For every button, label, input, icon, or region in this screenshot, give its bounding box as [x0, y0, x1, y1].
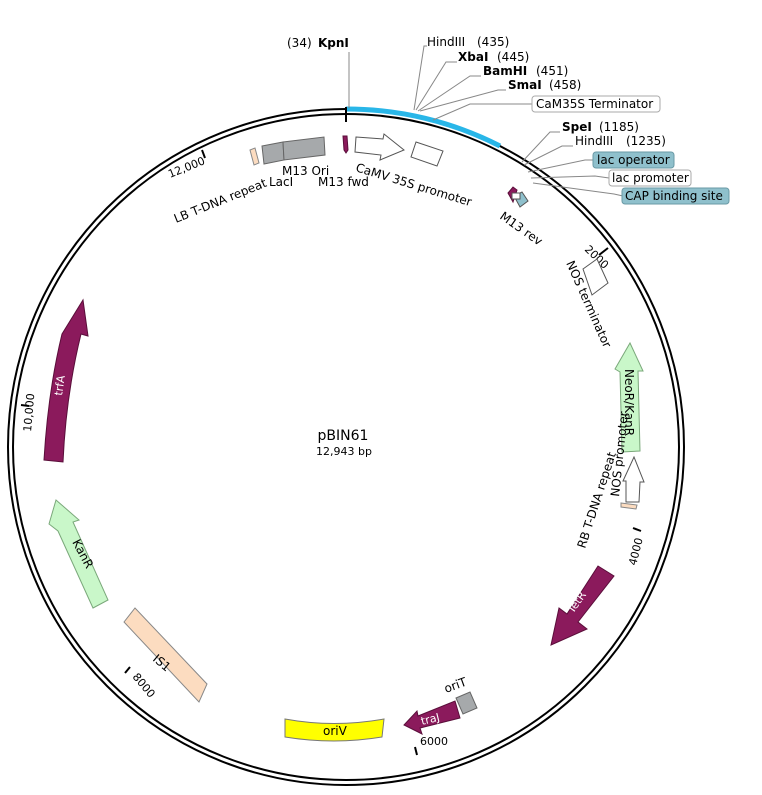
site-smai-pos: (458)	[549, 78, 581, 92]
plasmid-name: pBIN61	[318, 428, 369, 444]
feature-traj[interactable]	[403, 700, 461, 735]
site-xbai-pos: (445)	[497, 50, 529, 64]
feature-nos-terminator[interactable]	[582, 258, 609, 296]
site-hindiii-435-name: HindIII	[427, 35, 465, 49]
feature-traj-label: traJ	[420, 711, 441, 728]
tick-label-12000: 12,000	[166, 154, 207, 180]
feature-rb-tdna-repeat[interactable]	[620, 502, 638, 510]
site-hindiii-1235[interactable]: HindIII (1235)	[575, 134, 666, 148]
mcs-highlight-arc	[345, 106, 502, 149]
site-hindiii-1235-pos: (1235)	[626, 134, 666, 148]
feature-is1[interactable]	[123, 607, 208, 703]
site-bamhi-pos: (451)	[536, 64, 568, 78]
feature-laci-label: LacI	[269, 175, 293, 189]
callout-lac-promoter-label: lac promoter	[612, 171, 689, 185]
feature-orit[interactable]	[455, 691, 478, 715]
feature-rb-tdna-label: RB T-DNA repeat	[575, 450, 619, 550]
site-hindiii-1235-name: HindIII	[575, 134, 613, 148]
site-leader-lines	[413, 45, 624, 197]
tick-label-10000: 10,000	[21, 393, 37, 432]
site-hindiii-435-pos: (435)	[477, 35, 509, 49]
callout-cap-binding-site-label: CAP binding site	[625, 189, 723, 203]
tick-label-6000: 6000	[420, 735, 448, 748]
site-xbai-name: XbaI	[458, 50, 488, 64]
feature-trfa-label: trfA	[52, 374, 68, 396]
feature-m13-ori[interactable]	[282, 136, 326, 161]
feature-oriv-label: oriV	[323, 724, 348, 738]
callout-cap-binding-site[interactable]: CAP binding site	[621, 187, 730, 205]
feature-m13-rev-label: M13 rev	[497, 209, 545, 248]
site-kpni[interactable]: (34) KpnI	[287, 36, 350, 108]
feature-m13-fwd-label: M13 fwd	[318, 175, 369, 189]
feature-m13-fwd[interactable]	[342, 135, 349, 154]
site-smai[interactable]: SmaI (458)	[508, 78, 581, 92]
feature-nos-promoter[interactable]	[622, 455, 645, 503]
callout-lac-operator-label: lac operator	[597, 153, 670, 167]
callout-lac-promoter[interactable]: lac promoter	[608, 169, 692, 187]
callout-lac-operator[interactable]: lac operator	[592, 151, 675, 169]
tick-label-8000: 8000	[130, 671, 158, 701]
feature-lb-tdna-repeat[interactable]	[249, 147, 260, 166]
tick-label-4000: 4000	[626, 536, 645, 566]
site-spei[interactable]: SpeI (1185)	[562, 120, 639, 134]
site-spei-pos: (1185)	[599, 120, 639, 134]
feature-neor-kanr[interactable]	[614, 341, 644, 453]
feature-kanr[interactable]	[48, 499, 109, 609]
callout-cam35s-terminator-label: CaM35S Terminator	[536, 97, 653, 111]
callout-cam35s-terminator[interactable]: CaM35S Terminator	[531, 95, 661, 113]
feature-cam35s-terminator[interactable]	[410, 141, 444, 167]
feature-orit-label: oriT	[442, 675, 469, 696]
plasmid-length: 12,943 bp	[316, 445, 372, 458]
site-kpni-pos: (34)	[287, 36, 312, 50]
feature-camv35s-promoter[interactable]	[354, 133, 405, 161]
feature-m13-ori-label: M13 Ori	[282, 164, 329, 178]
site-spei-name: SpeI	[562, 120, 592, 134]
site-smai-name: SmaI	[508, 78, 542, 92]
feature-oriv[interactable]	[284, 718, 385, 742]
tick-marks	[20, 149, 642, 756]
feature-laci[interactable]	[261, 141, 285, 165]
feature-tetr[interactable]	[550, 565, 615, 646]
site-bamhi[interactable]: BamHI (451)	[483, 64, 568, 78]
feature-lac-cluster[interactable]	[507, 186, 529, 208]
feature-camv35s-label: CaMV 35S promoter	[354, 160, 473, 209]
site-hindiii-435[interactable]: HindIII (435)	[427, 35, 509, 49]
site-bamhi-name: BamHI	[483, 64, 527, 78]
site-xbai[interactable]: XbaI (445)	[458, 50, 529, 64]
feature-trfa[interactable]	[43, 298, 89, 463]
feature-neor-kanr-label: NeoR/KanR	[622, 369, 636, 436]
site-kpni-name: KpnI	[318, 36, 349, 50]
feature-lb-tdna-label: LB T-DNA repeat	[172, 176, 269, 226]
